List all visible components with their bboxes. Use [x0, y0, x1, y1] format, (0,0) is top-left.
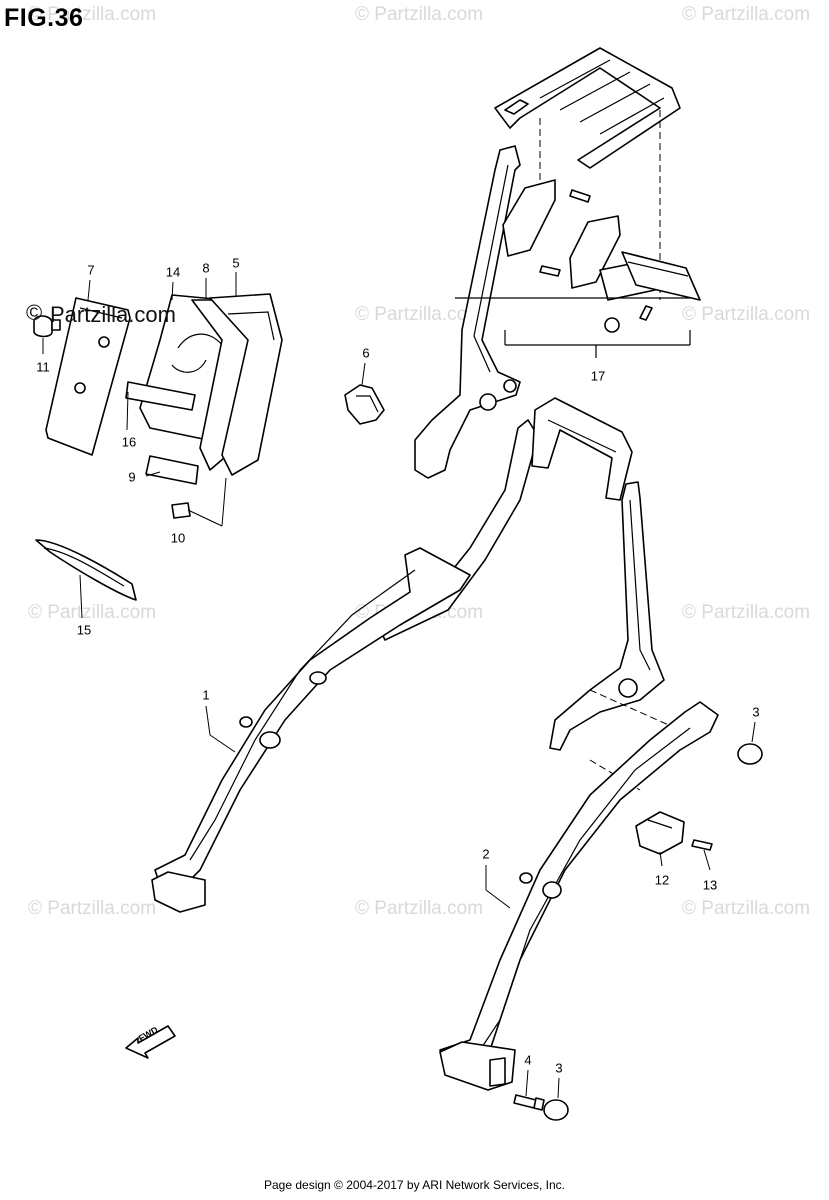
- copyright-icon: ©: [26, 300, 43, 325]
- callout-3: 3: [555, 1060, 563, 1076]
- callout-7: 7: [87, 262, 95, 278]
- rack-bolts: [539, 189, 653, 333]
- callout-10: 10: [170, 530, 186, 546]
- callout-5: 5: [232, 255, 240, 271]
- watermark: © Partzilla.com: [28, 898, 157, 919]
- watermark: © Partzilla.com: [355, 898, 484, 919]
- watermark: © Partzilla.com: [28, 602, 157, 623]
- part-15-strap: [35, 539, 137, 601]
- watermark: © Partzilla.com: [355, 4, 484, 25]
- callout-14: 14: [165, 264, 181, 280]
- part-12-bracket: [635, 811, 713, 855]
- part-1-rail: [151, 547, 471, 913]
- partzilla-logo: Partzilla.com: [50, 302, 176, 327]
- leader-lines: [42, 272, 756, 1099]
- callout-8: 8: [202, 260, 210, 276]
- callout-12: 12: [654, 872, 670, 888]
- callout-2: 2: [482, 846, 490, 862]
- page-footer: Page design © 2004-2017 by ARI Network S…: [263, 1178, 565, 1192]
- part-4-bolt: [513, 1094, 545, 1111]
- callout-13: 13: [702, 877, 718, 893]
- watermark: © Partzilla.com: [28, 4, 157, 25]
- callout-1: 1: [202, 687, 210, 703]
- callout-11: 11: [36, 359, 50, 375]
- callout-16: 16: [121, 434, 137, 450]
- watermark: © Partzilla.com: [682, 304, 811, 325]
- taillight-assembly: [33, 293, 283, 519]
- callout-3: 3: [752, 704, 760, 720]
- watermark: © Partzilla.com: [355, 304, 484, 325]
- luggage-rack: [494, 47, 681, 300]
- watermark: © Partzilla.com: [682, 4, 811, 25]
- callout-17: 17: [590, 368, 606, 384]
- part-2-rail: [439, 701, 719, 1091]
- part-6-clip: [344, 384, 385, 425]
- callout-15: 15: [76, 622, 92, 638]
- callout-6: 6: [362, 345, 370, 361]
- rack-side-plates: [455, 179, 701, 358]
- figure-title: FIG.36: [4, 4, 84, 32]
- end-caps: [543, 743, 763, 1121]
- rack-mount-bracket: [414, 145, 521, 479]
- fwd-arrow-icon: [125, 1025, 176, 1059]
- watermark: © Partzilla.com: [682, 898, 811, 919]
- callout-4: 4: [524, 1052, 532, 1068]
- watermark: © Partzilla.com: [682, 602, 811, 623]
- callout-9: 9: [128, 469, 136, 485]
